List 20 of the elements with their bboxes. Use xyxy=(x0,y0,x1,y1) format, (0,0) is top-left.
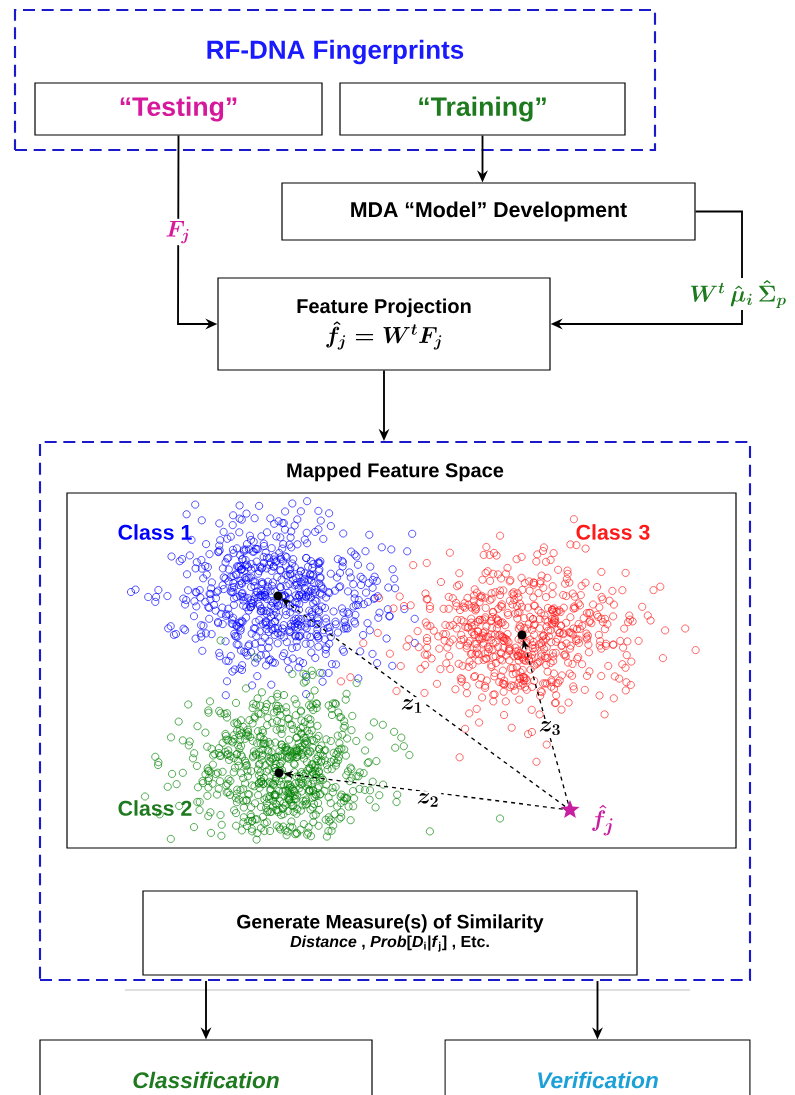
text-box: “Testing” xyxy=(34,82,323,136)
edge-label: $z_1$ xyxy=(398,697,426,715)
point-label: $\hat{f}_j$ xyxy=(592,804,613,836)
text-box: Generate Measure(s) of Similarity Distance , Prob[D$_{i}$|f$_{j}$] , Etc. xyxy=(142,890,638,976)
text-box: Verification xyxy=(444,1039,751,1095)
edge-label: $z_3$ xyxy=(536,719,564,737)
text-box: “Training” xyxy=(339,82,626,136)
text-box: Feature Projection $\hat{f}_j = W^t F_j$ xyxy=(217,277,551,371)
class-label: Class 1 xyxy=(118,524,192,540)
text-box: MDA “Model” Development xyxy=(281,182,696,241)
class-label: Class 3 xyxy=(576,524,650,540)
text-box: Classification xyxy=(39,1039,373,1095)
group-title: RF-DNA Fingerprints xyxy=(207,39,464,65)
edge-label: $W^t\,\hat{\mu}_i\,\hat{\Sigma}_p$ xyxy=(687,277,789,311)
edge-label: $F_j$ xyxy=(163,218,193,246)
group-title: Mapped Feature Space xyxy=(287,462,504,482)
plot-frame xyxy=(66,492,737,849)
star-marker xyxy=(560,800,580,819)
class-label: Class 2 xyxy=(118,800,192,816)
edge-label: $z_2$ xyxy=(414,791,442,809)
